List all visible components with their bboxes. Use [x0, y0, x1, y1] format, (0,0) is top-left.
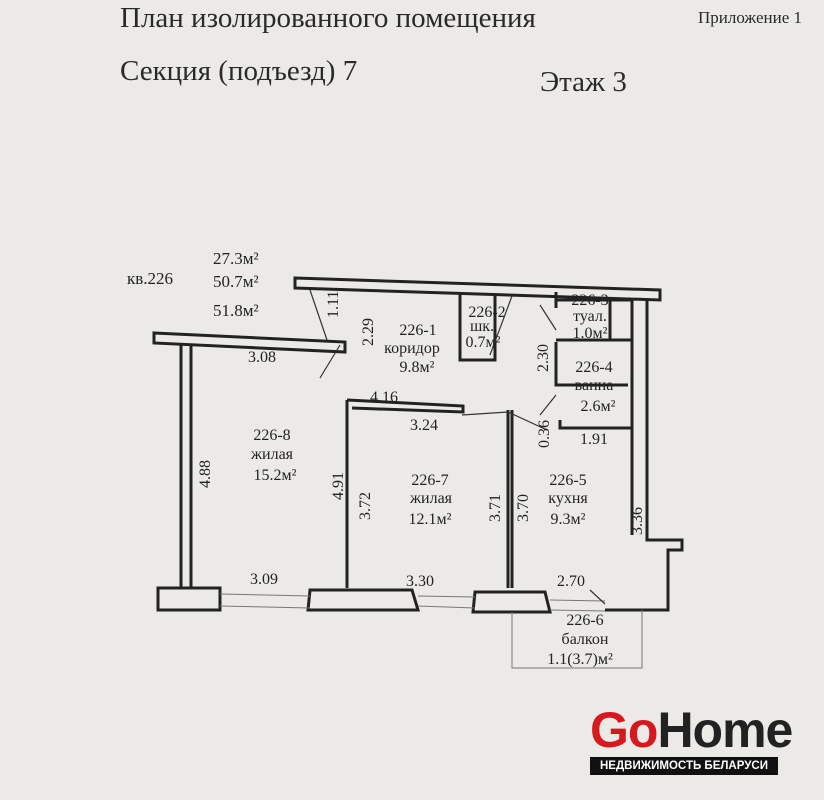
room-area: 1.0м²	[573, 325, 608, 342]
dimension: 3.71	[487, 494, 504, 522]
logo-home: Home	[657, 702, 793, 758]
dimension: 3.70	[515, 494, 532, 522]
logo-go: Go	[590, 702, 658, 758]
dimension-labels: 1.11 2.29 3.08 4.16 3.24 2.30 0.36 1.91 …	[197, 291, 646, 590]
section-label: Секция (подъезд) 7	[120, 55, 358, 87]
dimension: 4.91	[330, 472, 347, 500]
room-name: балкон	[562, 631, 609, 648]
room-area: 1.1(3.7)м²	[547, 651, 613, 668]
room-name: коридор	[384, 340, 440, 357]
room-id: 226-5	[549, 472, 586, 489]
floor-label: Этаж 3	[540, 66, 627, 98]
dimension: 3.24	[410, 417, 438, 434]
dimension: 2.70	[557, 573, 585, 590]
room-id: 226-8	[253, 427, 290, 444]
dimension: 3.30	[406, 573, 434, 590]
dimension: 4.16	[370, 389, 398, 406]
room-area: 15.2м²	[254, 467, 297, 484]
room-id: 226-4	[575, 359, 612, 376]
room-id: 226-6	[566, 612, 603, 629]
room-area: 9.3м²	[551, 511, 586, 528]
apartment-number: кв.226	[127, 269, 173, 288]
dimension: 3.36	[629, 507, 646, 535]
living-area: 27.3м²	[213, 249, 259, 268]
room-id: 226-1	[399, 322, 436, 339]
total-area-with-balcony: 51.8м²	[213, 301, 259, 320]
gohome-logo: GoHome НЕДВИЖИМОСТЬ БЕЛАРУСИ	[590, 702, 793, 775]
room-id: 226-2	[468, 304, 505, 321]
room-area: 12.1м²	[409, 511, 452, 528]
appendix-label: Приложение 1	[698, 8, 802, 27]
total-area: 50.7м²	[213, 272, 259, 291]
dimension: 3.72	[357, 492, 374, 520]
dimension: 1.91	[580, 431, 608, 448]
plan-title: План изолированного помещения	[120, 2, 536, 34]
dimension: 2.29	[360, 318, 377, 346]
dimension: 1.11	[325, 291, 342, 318]
room-area: 2.6м²	[581, 398, 616, 415]
dimension: 3.08	[248, 349, 276, 366]
room-labels: 226-1 коридор 9.8м² 226-2 шк. 0.7м² 226-…	[250, 292, 616, 668]
room-area: 0.7м²	[466, 334, 501, 351]
room-area: 9.8м²	[400, 359, 435, 376]
dimension: 3.09	[250, 571, 278, 588]
walls	[152, 276, 684, 614]
logo-tagline: НЕДВИЖИМОСТЬ БЕЛАРУСИ	[590, 757, 778, 775]
dimension: 4.88	[197, 460, 214, 488]
room-name: шк.	[470, 318, 494, 335]
dimension: 0.36	[536, 420, 553, 448]
room-name: кухня	[548, 490, 588, 507]
room-name: ванна	[575, 377, 614, 394]
room-name: жилая	[250, 446, 294, 463]
door-swings	[309, 289, 606, 605]
room-name: туал.	[573, 308, 607, 325]
windows	[219, 593, 643, 669]
room-id: 226-3	[571, 292, 608, 309]
dimension: 2.30	[535, 344, 552, 372]
room-id: 226-7	[411, 472, 448, 489]
room-name: жилая	[409, 490, 453, 507]
